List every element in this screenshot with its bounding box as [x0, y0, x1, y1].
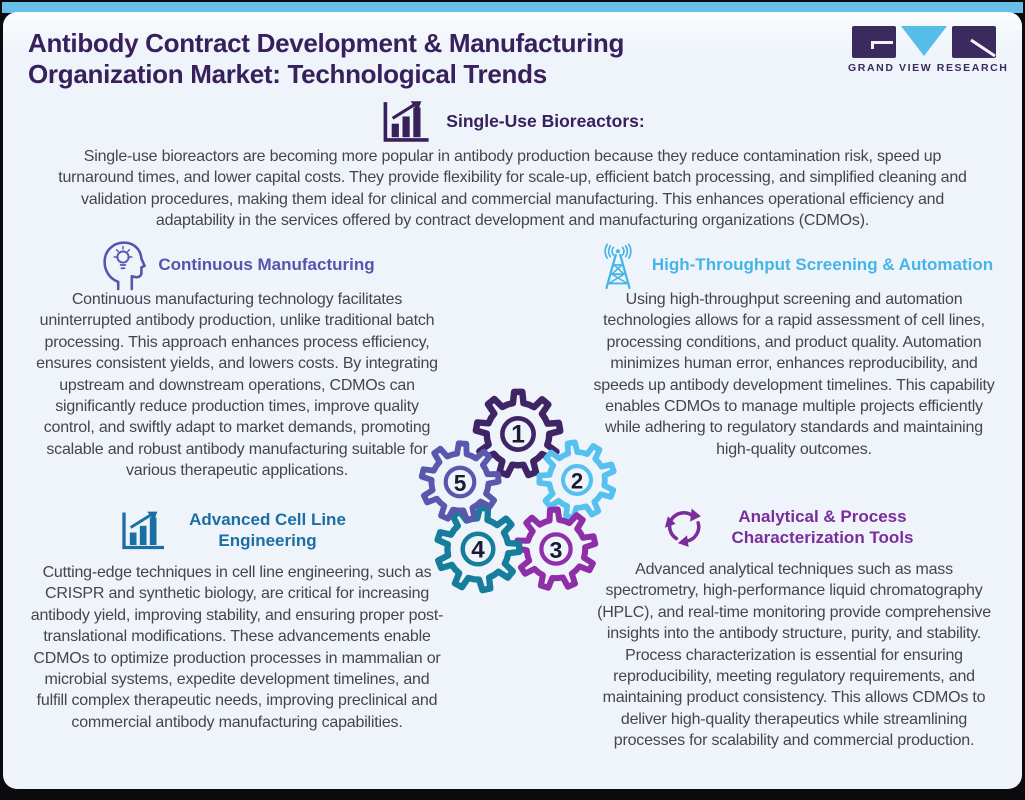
gear-2: 2 — [536, 439, 618, 521]
logo-text: GRAND VIEW RESEARCH — [848, 62, 1009, 74]
gear-3: 3 — [513, 506, 599, 592]
section-title: High-Throughput Screening & Automation — [651, 255, 994, 275]
page-title: Antibody Contract Development & Manufact… — [28, 28, 625, 89]
svg-text:4: 4 — [471, 536, 485, 563]
section-title: Advanced Cell Line Engineering — [189, 510, 346, 551]
section-title: Analytical & Process Characterization To… — [731, 506, 914, 547]
logo-mark — [852, 26, 996, 58]
section-continuous-manufacturing-body: Continuous manufacturing technology faci… — [36, 291, 438, 480]
gear-5: 5 — [418, 440, 502, 524]
head-lightbulb-icon — [103, 241, 147, 291]
section-high-throughput-body: Using high-throughput screening and auto… — [593, 291, 995, 458]
svg-text:3: 3 — [550, 537, 563, 563]
svg-text:1: 1 — [511, 421, 525, 448]
svg-text:5: 5 — [454, 470, 467, 496]
section-high-throughput-header: High-Throughput Screening & Automation — [588, 239, 1000, 291]
top-accent-bar — [2, 2, 1023, 13]
svg-text:2: 2 — [571, 468, 583, 493]
gvr-logo: GRAND VIEW RESEARCH — [848, 26, 1009, 74]
section-advanced-cell-line-body: Cutting-edge techniques in cell line eng… — [30, 564, 444, 731]
intro-section-header: Single-Use Bioreactors: — [3, 100, 1022, 142]
cycle-arrows-icon — [664, 508, 701, 547]
gear-1: 1 — [472, 388, 564, 480]
radio-tower-icon — [604, 243, 632, 290]
section-advanced-cell-line-header: Advanced Cell Line Engineering — [28, 509, 446, 552]
chart-growth-icon — [122, 511, 164, 550]
intro-heading: Single-Use Bioreactors: — [446, 110, 645, 131]
section-title: Continuous Manufacturing — [158, 255, 375, 275]
section-analytical-body: Advanced analytical techniques such as m… — [597, 561, 991, 750]
section-continuous-manufacturing-header: Continuous Manufacturing — [28, 239, 446, 291]
intro-body: Single-use bioreactors are becoming more… — [58, 148, 967, 230]
chart-growth-icon — [383, 101, 429, 142]
content-card: Antibody Contract Development & Manufact… — [3, 12, 1022, 789]
gear-4: 4 — [433, 504, 523, 594]
section-analytical-header: Analytical & Process Characterization To… — [588, 504, 1000, 550]
